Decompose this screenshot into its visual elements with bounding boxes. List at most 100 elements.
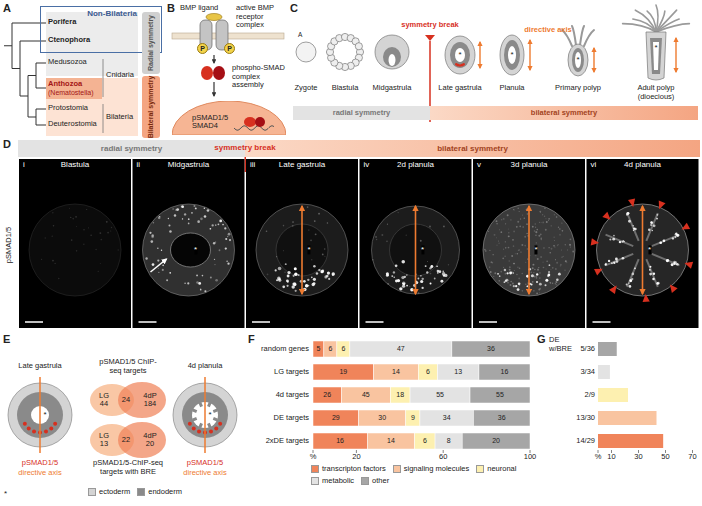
bar-segment: [337, 341, 350, 357]
signal-dot: [491, 261, 493, 263]
signal-dot: [157, 248, 159, 250]
signal-dot: [519, 211, 520, 212]
signal-dot: [550, 269, 551, 270]
signal-dot: [286, 279, 289, 282]
signal-dot: [494, 234, 496, 236]
bar-value: 6: [328, 345, 332, 353]
signal-dot: [406, 235, 407, 236]
signal-dot: [649, 273, 652, 276]
legend-item: endoderm: [137, 487, 182, 496]
signal-dot: [401, 260, 405, 264]
signal-dot: [224, 227, 226, 229]
signal-dot: [632, 225, 634, 227]
bar: [598, 342, 617, 356]
signal-dot: [508, 235, 510, 237]
signal-dot: [512, 283, 514, 285]
bar-value: 55: [436, 391, 444, 399]
clade-bracket: [103, 104, 104, 133]
stage-name: Planula: [499, 84, 524, 93]
signal-dot: [318, 213, 320, 215]
phospho-mark: P: [200, 45, 205, 52]
micrograph: [133, 159, 245, 328]
panel-letter: B: [167, 2, 175, 15]
stage-name: 4d planula: [587, 160, 699, 169]
signal-dot: [27, 426, 31, 430]
bar-segment: [420, 410, 473, 426]
signal-dot: [70, 217, 71, 218]
signal-dot: [402, 282, 405, 285]
signal-dot: [386, 274, 389, 277]
signal-dot: [197, 429, 201, 433]
signal-dot: [561, 256, 563, 258]
signal-dot: [509, 272, 512, 275]
smad-protein: [201, 66, 213, 80]
bar-value: 34: [443, 414, 451, 422]
signal-dot: [536, 273, 538, 275]
cavity: [508, 46, 516, 64]
smad-protein: [213, 66, 225, 80]
signal-dot: [401, 276, 404, 279]
chart-title: DE w/BRE: [549, 336, 579, 353]
signal-dot: [210, 228, 212, 230]
set-name: LG: [99, 432, 109, 440]
signal-dot: [204, 207, 205, 208]
legend-label: transcripton factors: [322, 464, 386, 473]
legend-swatch: [311, 465, 319, 473]
signal-dot: [106, 221, 108, 223]
signal-dot: [538, 267, 539, 268]
signal-dot: [536, 281, 538, 283]
signal-dot: [544, 207, 546, 209]
signal-dot: [513, 209, 514, 210]
signal-dot: [535, 231, 537, 233]
signal-dot: [95, 249, 97, 251]
bar: [598, 365, 610, 379]
signal-dot: [391, 275, 393, 277]
arrowhead-marker: [594, 269, 603, 276]
bar-value: 45: [362, 391, 370, 399]
signal-dot: [505, 280, 507, 282]
signal-dot: [294, 267, 297, 270]
micrograph-content: [366, 206, 460, 322]
signal-dot: [222, 224, 224, 226]
signal-dot: [500, 231, 502, 233]
signal-dot: [278, 267, 282, 271]
signal-dot: [612, 238, 615, 241]
signal-dot: [327, 271, 330, 274]
zygote: [296, 42, 316, 62]
signal-dot: [429, 225, 431, 227]
signal-dot: [406, 274, 408, 276]
signal-dot: [322, 254, 324, 256]
signal-dot: [522, 226, 523, 227]
signal-dot: [284, 272, 285, 273]
signal-dot: [555, 281, 557, 283]
signal-dot: [287, 275, 290, 278]
signal-dot: [98, 271, 99, 272]
signal-dot: [548, 274, 551, 277]
signal-dot: [430, 283, 432, 285]
signal-dot: [652, 230, 653, 231]
stage-name: Blastula: [332, 84, 359, 93]
signal-dot: [214, 264, 215, 265]
signal-dot: [549, 264, 551, 266]
signal-dot: [619, 241, 621, 243]
signal-dot: [276, 256, 277, 257]
asterisk: *: [43, 410, 46, 419]
tree-branch: [36, 63, 37, 88]
signal-dot: [534, 269, 535, 270]
signal-dot: [536, 277, 538, 279]
bar-value: 13/30: [576, 414, 595, 423]
signal-dot: [503, 267, 504, 268]
signal-dot: [561, 249, 562, 250]
signal-dot: [508, 247, 510, 249]
signal-dot: [634, 267, 636, 269]
signal-dot: [569, 244, 571, 246]
asterisk: *: [421, 245, 424, 254]
signal-dot: [409, 286, 410, 287]
highlight-box: Anthozoa(Nematostella): [46, 78, 102, 99]
signal-dot: [153, 222, 155, 224]
phosphate-circle: P: [197, 43, 208, 54]
signal-dot: [53, 422, 57, 426]
signal-dot: [539, 288, 541, 290]
signal-dot: [151, 240, 154, 243]
micrograph: [587, 159, 699, 328]
